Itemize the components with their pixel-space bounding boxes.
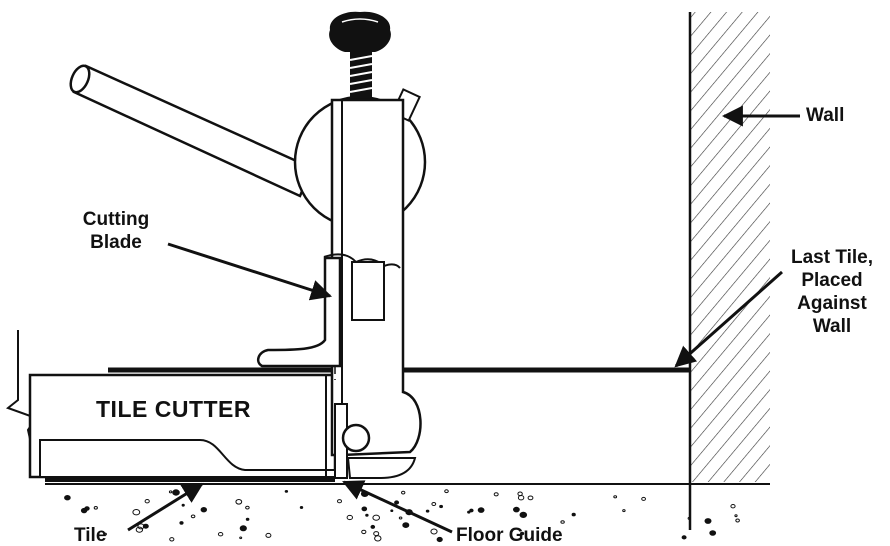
concrete-speckle: [346, 514, 353, 521]
tile-arrow: [127, 482, 204, 532]
concrete-speckle: [439, 504, 444, 509]
concrete-speckle: [142, 523, 149, 529]
concrete-speckle: [245, 517, 250, 521]
concrete-speckle: [513, 506, 520, 513]
concrete-speckle: [84, 506, 90, 511]
cutting-blade-arrow: [167, 242, 332, 301]
last-tile-label: Last Tile, Placed Against Wall: [776, 246, 888, 338]
concrete-speckle: [734, 514, 738, 518]
concrete-speckle: [103, 532, 107, 536]
concrete-speckle: [477, 507, 485, 513]
concrete-speckle: [430, 528, 438, 535]
concrete-speckle: [622, 509, 626, 513]
adjustment-screw: [349, 52, 373, 100]
adjustment-knob: [329, 11, 391, 53]
concrete-speckle: [436, 536, 443, 543]
concrete-speckle: [168, 490, 173, 494]
leader-arrows: [127, 105, 800, 534]
concrete-speckle: [687, 516, 691, 520]
cutting-blade: [256, 256, 342, 368]
concrete-speckle: [239, 525, 247, 532]
wall-hatching: [690, 12, 770, 482]
concrete-speckle: [444, 489, 449, 494]
concrete-speckle: [730, 504, 736, 509]
concrete-speckles: [64, 489, 740, 543]
concrete-speckle: [398, 516, 403, 520]
concrete-speckle: [169, 537, 175, 542]
concrete-speckle: [735, 518, 740, 523]
concrete-speckle: [361, 529, 367, 535]
handle: [69, 64, 314, 198]
concrete-speckle: [265, 532, 272, 538]
concrete-speckle: [493, 492, 499, 497]
concrete-speckle: [132, 509, 141, 516]
concrete-speckle: [401, 490, 406, 495]
concrete-speckle: [190, 514, 196, 519]
concrete-speckle: [517, 495, 525, 501]
concrete-speckle: [365, 513, 369, 517]
last-tile-label-line1: Last Tile,: [790, 247, 873, 268]
concrete-speckle: [425, 509, 430, 513]
wall-label: Wall: [806, 105, 845, 126]
concrete-speckle: [373, 531, 380, 537]
last-tile-arrow: [674, 270, 783, 368]
concrete-speckle: [135, 526, 144, 533]
concrete-speckle: [235, 499, 243, 505]
concrete-speckle: [394, 500, 400, 505]
floor-guide-label: Floor Guide: [456, 525, 563, 546]
concrete-speckle: [93, 506, 98, 510]
concrete-speckle: [361, 506, 368, 512]
cutting-blade-label-line2: Blade: [90, 232, 142, 253]
concrete-speckle: [337, 499, 342, 504]
floor-guide: [334, 403, 417, 479]
concrete-speckle: [467, 510, 471, 514]
last-tile-label-line2: Placed: [801, 270, 863, 291]
concrete-speckle: [217, 532, 224, 537]
concrete-speckle: [527, 495, 534, 501]
concrete-speckle: [402, 522, 410, 528]
concrete-speckle: [681, 535, 687, 540]
concrete-speckle: [613, 495, 618, 499]
cutting-blade-label-line1: Cutting: [82, 209, 150, 230]
concrete-speckle: [239, 536, 243, 540]
concrete-speckle: [519, 511, 528, 519]
tile-cutter-body: [5, 330, 337, 479]
concrete-speckle: [245, 505, 250, 510]
tile-cutter-label: TILE CUTTER: [96, 396, 251, 422]
concrete-speckle: [571, 512, 576, 517]
concrete-speckle: [64, 495, 71, 501]
concrete-speckle: [179, 521, 184, 525]
concrete-speckle: [284, 490, 289, 493]
concrete-speckle: [560, 520, 565, 524]
concrete-speckle: [370, 524, 376, 529]
concrete-speckle: [144, 499, 150, 504]
floor-guide-arrow: [342, 480, 453, 534]
concrete-speckle: [431, 502, 437, 506]
tile-label: Tile: [74, 525, 107, 546]
cutting-blade-label: Cutting Blade: [68, 208, 164, 254]
concrete-speckle: [181, 503, 185, 507]
concrete-speckle: [172, 489, 180, 496]
concrete-speckle: [469, 508, 474, 513]
last-tile-label-line3: Against: [797, 293, 867, 314]
concrete-speckle: [200, 507, 208, 513]
concrete-speckle: [390, 509, 394, 513]
concrete-speckle: [709, 530, 717, 536]
last-tile-label-line4: Wall: [812, 316, 852, 337]
concrete-speckle: [372, 514, 381, 521]
concrete-speckle: [374, 535, 382, 542]
concrete-speckle: [299, 506, 304, 509]
wall: [688, 12, 770, 530]
concrete-speckle: [520, 531, 525, 536]
concrete-speckle: [704, 518, 712, 524]
cutter-column: [323, 98, 422, 457]
concrete-speckle: [641, 496, 646, 501]
